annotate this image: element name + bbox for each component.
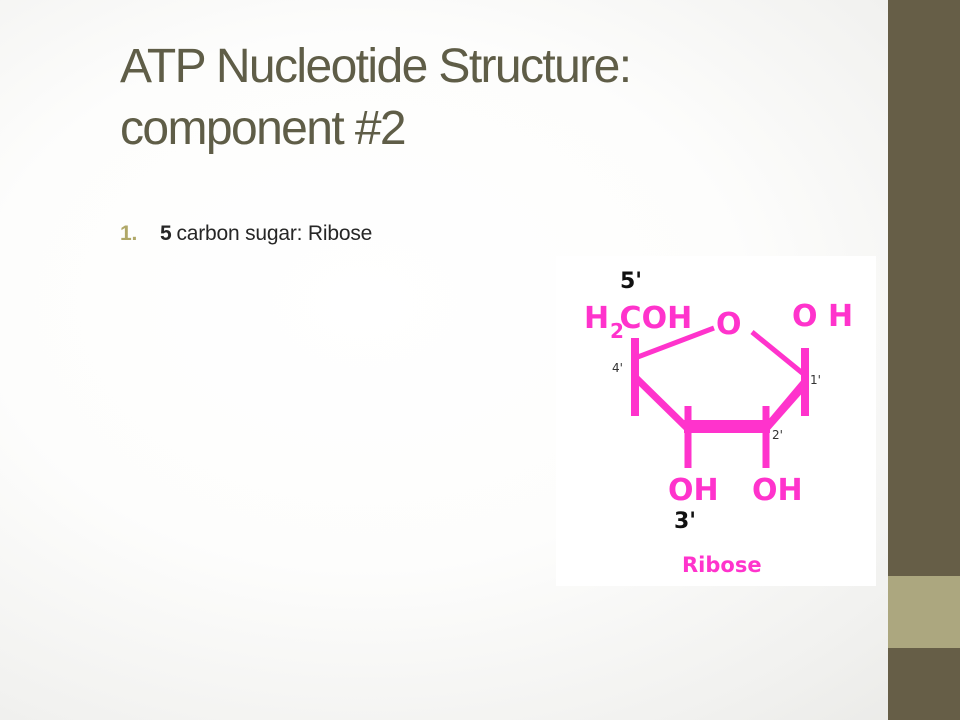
- label-4-prime: 4': [612, 361, 623, 375]
- bullet-list: 1. 5 carbon sugar: Ribose: [120, 222, 372, 246]
- label-5-prime: 5': [620, 269, 642, 294]
- side-accent-block: [888, 576, 960, 648]
- slide-title: ATP Nucleotide Structure: component #2: [120, 36, 820, 160]
- ribose-diagram: 5' H COH 2 O O H 4' 1' 2' OH OH 3' Ribos…: [556, 256, 876, 586]
- label-3-prime: 3': [674, 509, 696, 534]
- label-h2coh: H COH: [584, 301, 692, 336]
- label-c1-hydroxyl: O H: [792, 299, 853, 334]
- bullet-item: 1. 5 carbon sugar: Ribose: [120, 222, 372, 246]
- bullet-bold-text: 5: [160, 222, 172, 245]
- diagram-caption: Ribose: [682, 553, 762, 577]
- label-c2-hydroxyl: OH: [752, 473, 803, 508]
- oxygen-c1-bond: [750, 330, 808, 378]
- c3-c2-bond: [684, 420, 770, 433]
- slide-title-line-1: ATP Nucleotide Structure:: [120, 40, 632, 93]
- ribose-structure-svg: 5' H COH 2 O O H 4' 1' 2' OH OH 3' Ribos…: [584, 269, 853, 577]
- c1-c2-bond: [768, 376, 805, 432]
- label-subscript-2: 2: [610, 319, 624, 343]
- label-c3-hydroxyl: OH: [668, 473, 719, 508]
- c4-c3-bond: [635, 372, 686, 432]
- label-1-prime: 1': [810, 373, 821, 387]
- label-2-prime: 2': [772, 428, 783, 442]
- bullet-number: 1.: [120, 222, 138, 245]
- c4-oxygen-bond: [634, 325, 715, 361]
- label-ring-oxygen: O: [716, 307, 742, 342]
- bullet-text: carbon sugar: Ribose: [176, 222, 373, 245]
- slide-title-line-2: component #2: [120, 102, 407, 155]
